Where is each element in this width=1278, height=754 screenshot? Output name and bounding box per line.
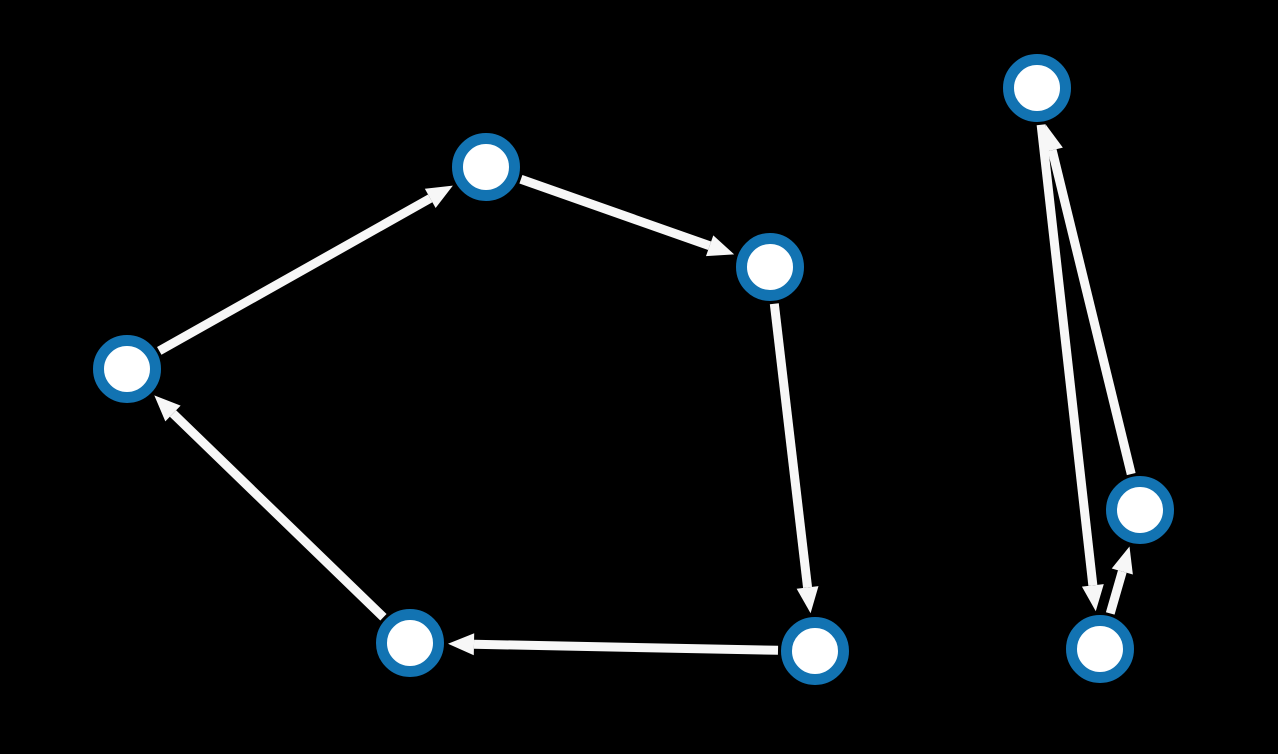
edge-layer [154,124,1136,656]
node-circle-icon [1066,615,1134,683]
node-circle-icon [452,133,520,201]
edge-line [519,175,712,250]
graph-node[interactable] [781,617,849,685]
edge-arrowhead-icon [1081,584,1104,612]
graph-edge[interactable] [157,185,453,355]
edge-arrowhead-icon [705,235,735,257]
edge-line [1036,124,1098,586]
node-layer [93,54,1174,685]
edge-line [1047,149,1136,476]
node-circle-icon [1003,54,1071,122]
graph-edge[interactable] [519,175,735,257]
node-circle-icon [736,233,804,301]
edge-arrowhead-icon [1041,124,1063,153]
graph-node[interactable] [1106,476,1174,544]
graph-edge[interactable] [1105,546,1133,615]
graph-node[interactable] [452,133,520,201]
edge-arrowhead-icon [447,633,475,656]
edge-line [769,303,813,588]
edge-arrowhead-icon [424,185,453,208]
graph-edge[interactable] [447,633,779,656]
node-circle-icon [93,335,161,403]
graph-node[interactable] [736,233,804,301]
edge-line [169,410,387,621]
graph-node[interactable] [93,335,161,403]
graph-node[interactable] [1066,615,1134,683]
node-circle-icon [376,609,444,677]
graph-edge[interactable] [1036,124,1104,612]
node-circle-icon [781,617,849,685]
edge-line [157,194,433,355]
graph-edge[interactable] [769,303,819,614]
graph-node[interactable] [376,609,444,677]
node-circle-icon [1106,476,1174,544]
edge-arrowhead-icon [154,395,181,422]
edge-arrowhead-icon [796,586,819,614]
edge-line [1105,570,1127,615]
graph-edge[interactable] [1041,124,1136,476]
edge-arrowhead-icon [1111,546,1133,575]
edge-line [473,639,779,655]
graph-node[interactable] [1003,54,1071,122]
graph-edge[interactable] [154,395,387,621]
